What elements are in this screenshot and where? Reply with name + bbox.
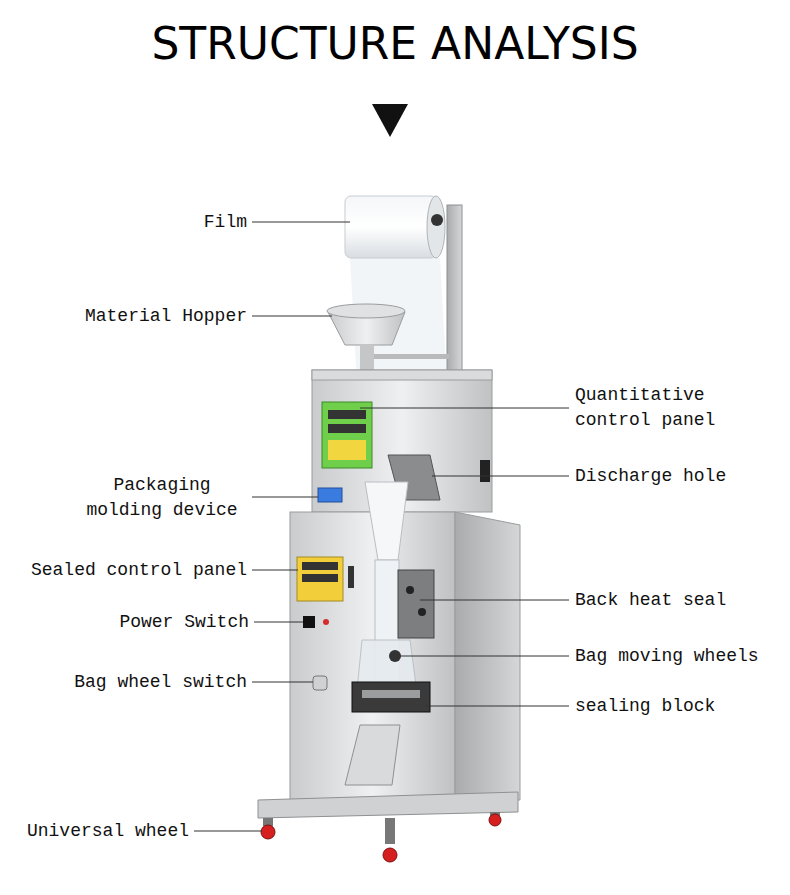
part-label: Bag wheel switch	[27, 670, 247, 695]
part-label: Bag moving wheels	[575, 644, 780, 669]
part-label: Material Hopper	[47, 304, 247, 329]
diagram-title: STRUCTURE ANALYSIS	[0, 18, 790, 69]
part-label: Discharge hole	[575, 464, 775, 489]
part-label: Film	[47, 210, 247, 235]
part-label: Back heat seal	[575, 588, 775, 613]
part-label: Packaging molding device	[77, 473, 247, 523]
part-label: Quantitative control panel	[575, 383, 725, 433]
part-label: sealing block	[575, 694, 775, 719]
part-label: Power Switch	[49, 610, 249, 635]
part-label: Sealed control panel	[11, 558, 247, 583]
part-label: Universal wheel	[9, 819, 189, 844]
